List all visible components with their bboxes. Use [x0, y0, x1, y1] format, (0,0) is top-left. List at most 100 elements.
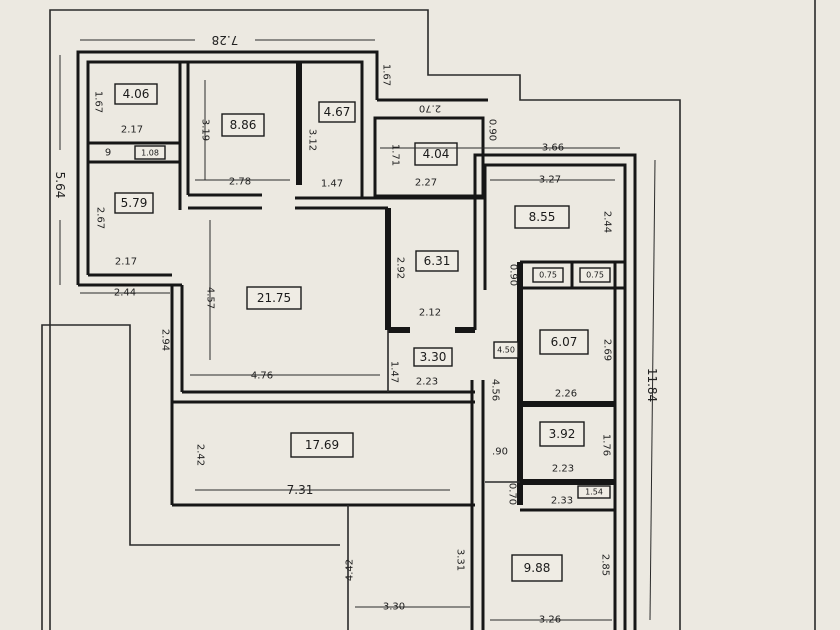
area-label-box — [413, 347, 453, 367]
dimension-label: 4.57 — [205, 287, 216, 309]
dimension-label: 3.92 — [549, 427, 576, 441]
walls — [76, 50, 637, 630]
dimension-label: 0.90 — [508, 264, 519, 286]
wall-line — [483, 163, 627, 630]
wall-line — [41, 324, 340, 630]
dimension-label: 9 — [105, 148, 111, 159]
dimension-label: 2.33 — [551, 496, 573, 507]
dimension-label: 3.30 — [420, 350, 447, 364]
area-label-box — [221, 113, 265, 137]
area-label-box — [514, 205, 570, 229]
dimension-label: 4.50 — [497, 346, 515, 355]
dimension-label: 3.26 — [539, 615, 561, 626]
room-6-07: 6.07 — [539, 329, 589, 355]
area-label-box — [246, 286, 302, 310]
room-9-88: 9.88 — [511, 554, 563, 582]
area-label-box — [577, 485, 611, 499]
dimension-label: 3.27 — [539, 175, 561, 186]
room-4-06: 4.06 — [114, 83, 158, 105]
dimension-labels: 7.28 5.64 11.84 1.67 2.17 9 2.67 2.17 2.… — [53, 33, 659, 626]
area-label-box — [539, 329, 589, 355]
dimension-label: 1.47 — [321, 179, 343, 190]
dimension-label: 4.76 — [251, 371, 273, 382]
room-3-30: 3.30 — [413, 347, 453, 367]
dimension-label: 2.70 — [419, 103, 441, 114]
wall-line — [86, 60, 364, 275]
room-4-50: 4.50 — [493, 341, 519, 359]
room-8-86: 8.86 — [221, 113, 265, 137]
dimension-label: 6.07 — [551, 335, 578, 349]
room-0-75-b: 0.75 — [579, 267, 611, 283]
room-4-04: 4.04 — [414, 142, 458, 166]
wall-line — [473, 153, 637, 630]
dimension-label: 8.55 — [529, 210, 556, 224]
dimension-lines — [59, 39, 656, 621]
room-17-69: 17.69 — [290, 432, 354, 458]
area-label-box — [539, 421, 585, 447]
dimension-label: 1.71 — [390, 144, 401, 166]
dimension-label: 2.67 — [95, 207, 106, 229]
dimension-label: 0.90 — [487, 119, 498, 141]
dimension-label: 8.86 — [230, 118, 257, 132]
dimension-label: 4.06 — [123, 87, 150, 101]
room-6-31: 6.31 — [415, 250, 459, 272]
area-label-box — [114, 192, 154, 214]
dimension-label: 9.88 — [524, 561, 551, 575]
dimension-label: 0.75 — [586, 271, 604, 280]
dimension-label: 4.42 — [345, 559, 356, 581]
dimension-label: 2.69 — [602, 339, 613, 361]
dimension-label: 0.75 — [539, 271, 557, 280]
area-label-box — [532, 267, 564, 283]
dimension-label: 3.19 — [200, 119, 211, 141]
dimension-label: 4.56 — [490, 379, 501, 401]
dimension-label: 1.54 — [585, 488, 603, 497]
site-boundary — [41, 0, 816, 630]
dimension-label: 5.64 — [53, 172, 67, 199]
room-1-54: 1.54 — [577, 485, 611, 499]
dimension-label: 2.23 — [552, 464, 574, 475]
wall-line — [76, 50, 379, 285]
dimension-label: 1.47 — [389, 361, 400, 383]
dimension-label: 2.78 — [229, 177, 251, 188]
wall-line — [649, 159, 656, 621]
dimension-label: 0.70 — [507, 483, 518, 505]
dimension-label: 4.67 — [324, 105, 351, 119]
room-area-labels: 4.06 1.08 5.79 8.86 4.67 4.04 21.75 6.31… — [114, 83, 611, 582]
dimension-label: 5.79 — [121, 196, 148, 210]
dimension-label: 4.04 — [423, 147, 450, 161]
dimension-label: 17.69 — [305, 438, 339, 452]
area-label-box — [290, 432, 354, 458]
dimension-label: 3.31 — [455, 549, 466, 571]
area-label-box — [415, 250, 459, 272]
dimension-label: 3.30 — [383, 602, 405, 613]
dimension-label: .90 — [492, 447, 508, 458]
dimension-label: 2.12 — [419, 308, 441, 319]
dimension-label: 3.66 — [542, 143, 564, 154]
room-8-55: 8.55 — [514, 205, 570, 229]
dimension-label: 1.08 — [141, 149, 159, 158]
area-label-box — [373, 116, 485, 198]
area-label-box — [493, 341, 519, 359]
dimension-label: 2.44 — [114, 288, 136, 299]
dimension-label: 2.92 — [395, 257, 406, 279]
room-0-75-a: 0.75 — [532, 267, 564, 283]
area-label-box — [579, 267, 611, 283]
dimension-label: 2.94 — [160, 329, 171, 351]
area-label-box — [134, 145, 166, 160]
room-1-08: 1.08 — [134, 145, 166, 160]
dimension-label: 2.17 — [115, 257, 137, 268]
dimension-label: 21.75 — [257, 291, 291, 305]
wall-line — [49, 9, 681, 630]
room-21-75: 21.75 — [246, 286, 302, 310]
area-label-box — [114, 83, 158, 105]
room-3-92: 3.92 — [539, 421, 585, 447]
dimension-label: 2.44 — [602, 211, 613, 233]
area-label-box — [318, 101, 356, 123]
dimension-label: 6.31 — [424, 254, 451, 268]
dimension-label: 2.42 — [195, 444, 206, 466]
dimension-label: 2.17 — [121, 125, 143, 136]
room-5-79: 5.79 — [114, 192, 154, 214]
dimension-label: 7.28 — [212, 33, 239, 47]
dimension-label: 7.31 — [287, 483, 314, 497]
